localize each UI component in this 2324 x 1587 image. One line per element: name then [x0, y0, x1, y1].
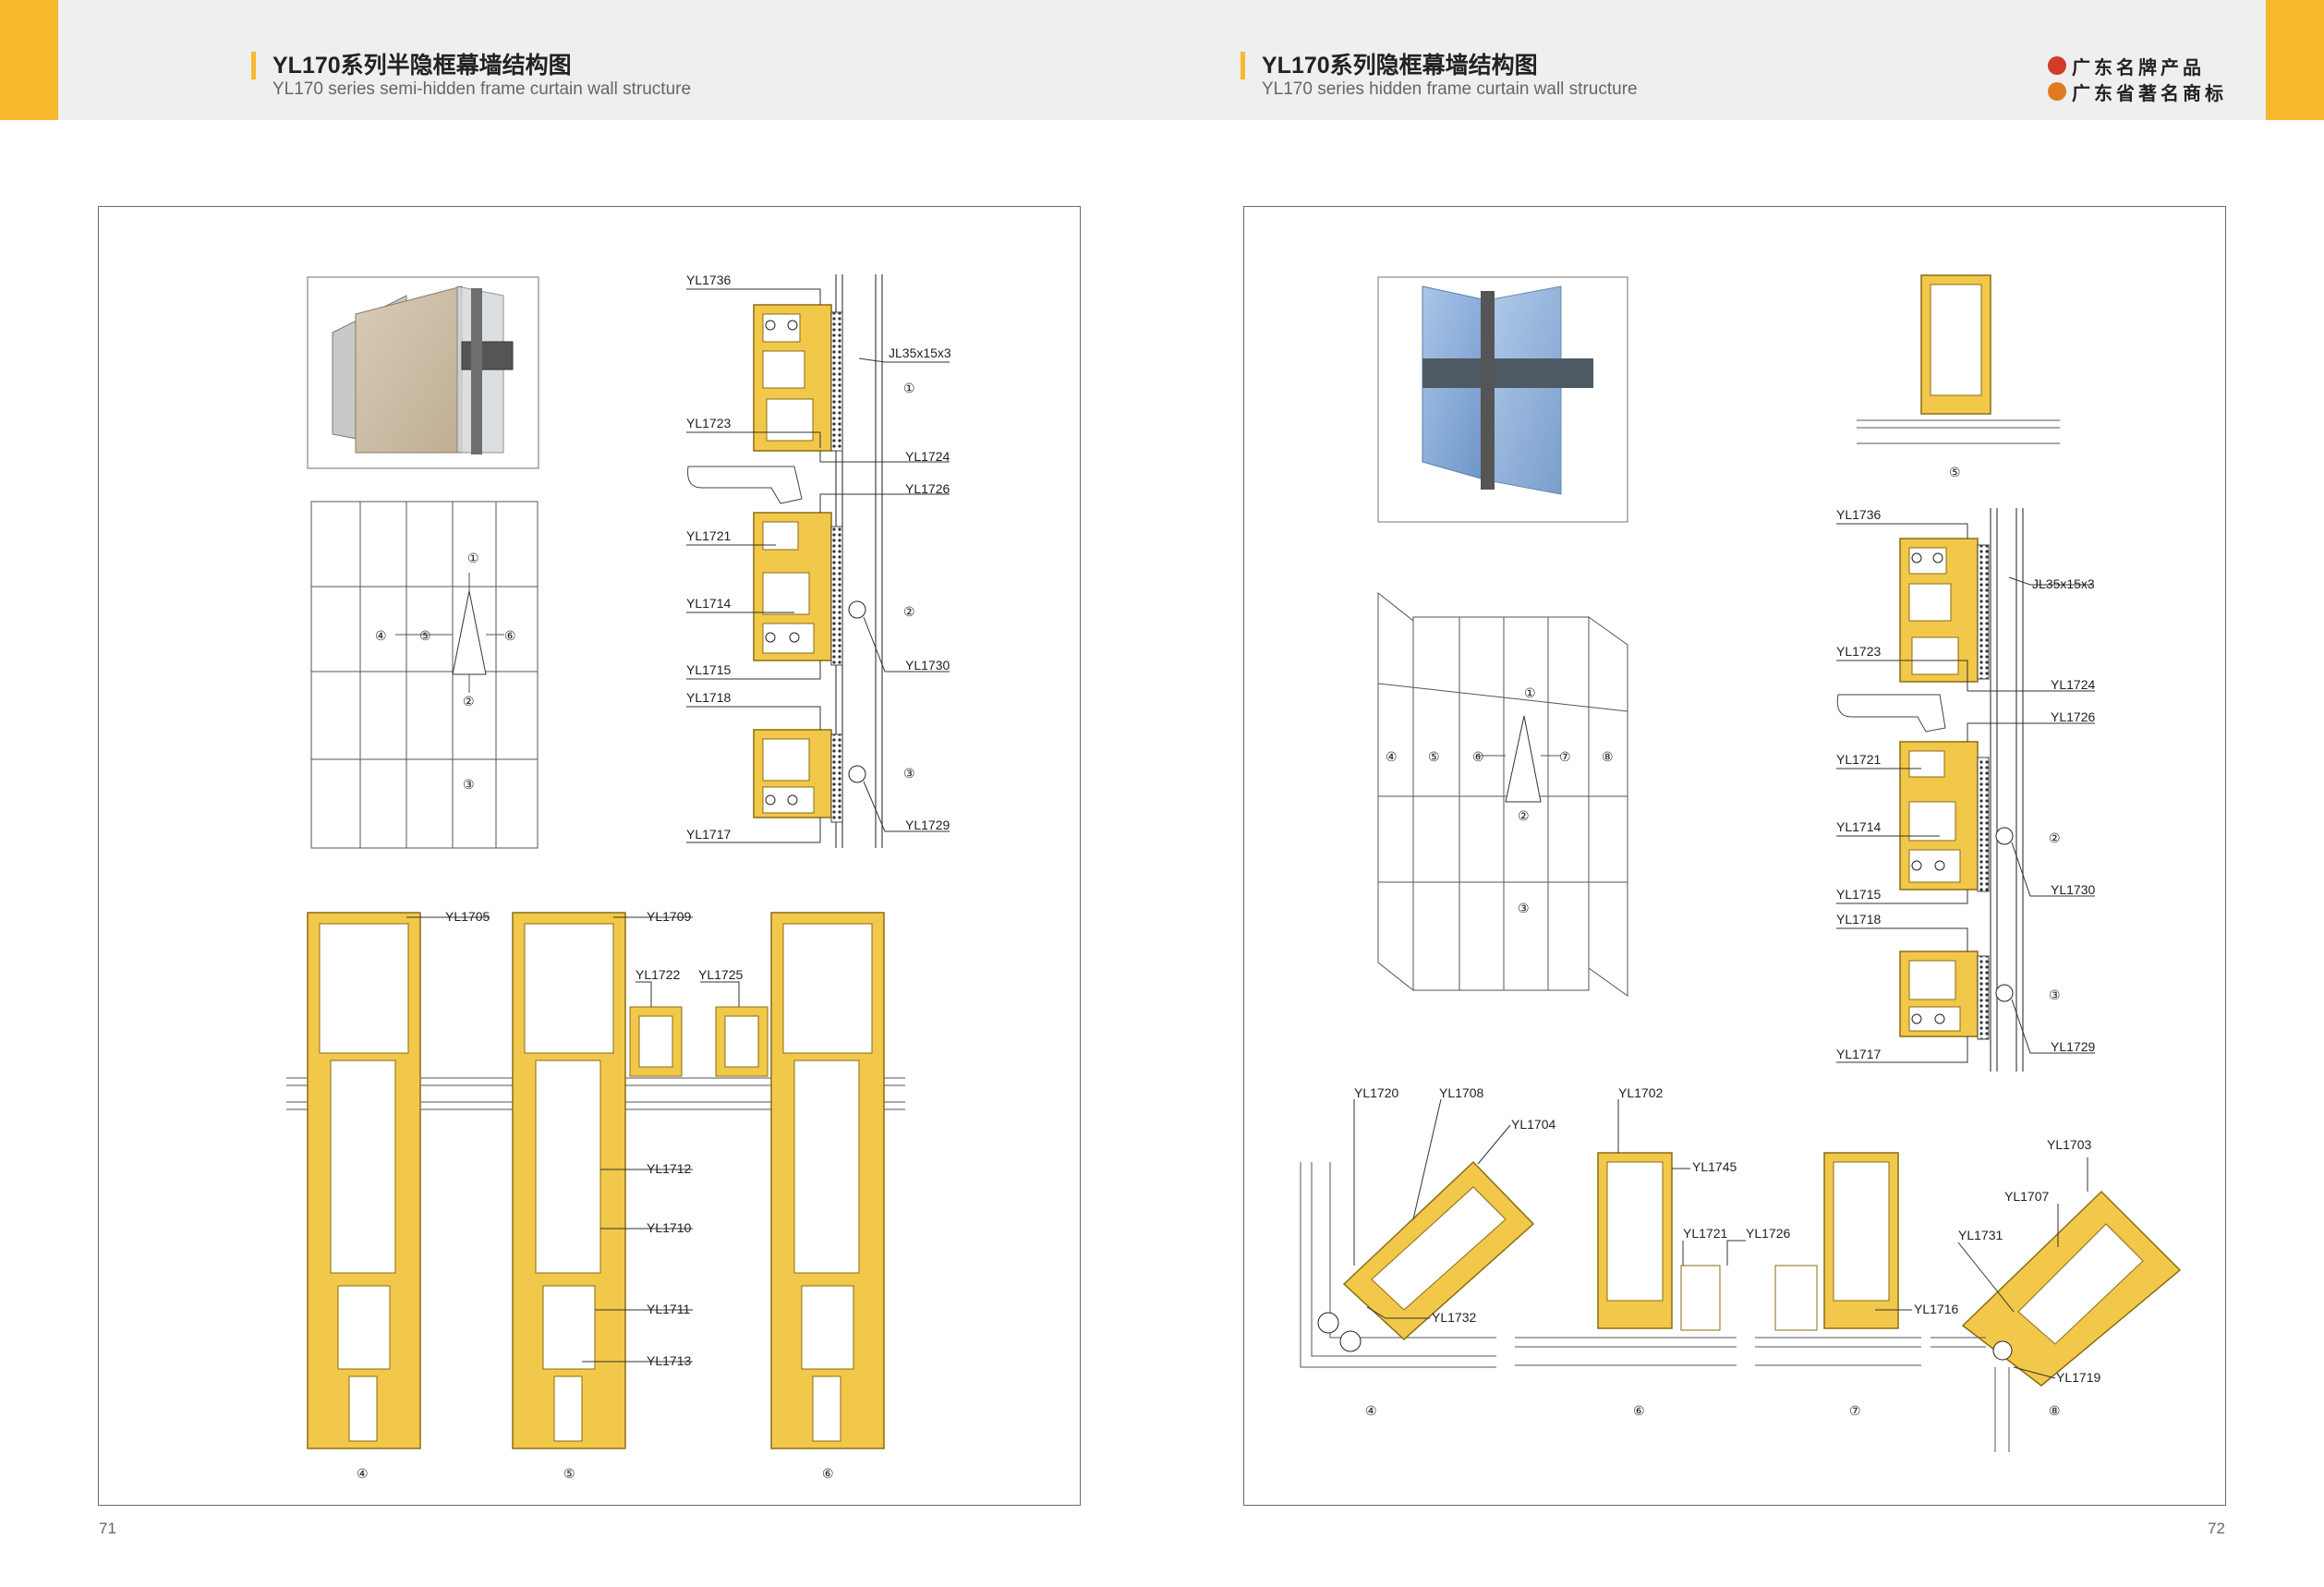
- label-yl1722: YL1722: [635, 967, 680, 982]
- r-label-yl1730: YL1730: [2051, 882, 2095, 897]
- label-yl1705: YL1705: [445, 909, 490, 924]
- elev-marker-3: ③: [463, 777, 475, 792]
- sect-marker-1: ①: [903, 381, 915, 395]
- page-header: YL170系列半隐框幕墙结构图 YL170 series semi-hidden…: [0, 0, 2324, 120]
- label-yl1726: YL1726: [905, 481, 950, 496]
- r-label-yl1745: YL1745: [1692, 1159, 1737, 1174]
- r-label-yl1721: YL1721: [1683, 1226, 1727, 1241]
- semi-hidden-render: [307, 276, 539, 469]
- r-sect-marker-3: ③: [2049, 987, 2061, 1002]
- label-yl1723: YL1723: [686, 416, 731, 430]
- r-label-jl35: JL35x15x3: [2032, 576, 2095, 591]
- elev-marker-6: ⑥: [504, 628, 516, 643]
- label-yl1712: YL1712: [647, 1161, 691, 1176]
- sect-marker-2: ②: [903, 604, 915, 619]
- label-yl1721: YL1721: [686, 528, 731, 543]
- label-yl1709: YL1709: [647, 909, 691, 924]
- label-yl1713: YL1713: [647, 1353, 691, 1368]
- label-yl1710: YL1710: [647, 1220, 691, 1235]
- r-elev-marker-7: ⑦: [1559, 749, 1571, 764]
- brand-badges: 广东名牌产品 广东省著名商标: [2048, 54, 2227, 105]
- r-label-yl1704: YL1704: [1511, 1117, 1555, 1132]
- r-label-yl1729: YL1729: [2051, 1039, 2095, 1054]
- semi-hidden-vertical-section: [686, 274, 950, 848]
- r-detail-marker-5: ⑤: [1949, 465, 1961, 479]
- left-page-title: YL170系列半隐框幕墙结构图: [251, 52, 572, 79]
- r-label-yl1714: YL1714: [1836, 819, 1881, 834]
- label-jl35: JL35x15x3: [889, 345, 951, 360]
- r-label-yl1723: YL1723: [1836, 644, 1881, 659]
- trademark-seal-icon: [2048, 82, 2066, 101]
- r-label-yl1726: YL1726: [2051, 709, 2095, 724]
- left-accent-tab: [0, 0, 58, 120]
- r-elev-marker-8: ⑧: [1602, 749, 1614, 764]
- label-yl1725: YL1725: [698, 967, 743, 982]
- r-elev-marker-5: ⑤: [1428, 749, 1440, 764]
- plan-marker-6: ⑥: [822, 1466, 834, 1481]
- r-plan-marker-8: ⑧: [2049, 1403, 2061, 1418]
- label-yl1736: YL1736: [686, 273, 731, 287]
- label-yl1729: YL1729: [905, 818, 950, 832]
- label-yl1711: YL1711: [647, 1302, 690, 1316]
- elev-marker-2: ②: [463, 694, 475, 709]
- r-label-yl1724: YL1724: [2051, 677, 2095, 692]
- semi-hidden-horizontal-sections: [286, 912, 905, 1449]
- r-label-yl1716: YL1716: [1914, 1302, 1958, 1316]
- r-label-yl1721: YL1721: [1836, 752, 1881, 767]
- label-yl1724: YL1724: [905, 449, 950, 464]
- r-label-yl1702: YL1702: [1618, 1085, 1663, 1100]
- elev-marker-4: ④: [375, 628, 387, 643]
- right-accent-tab: [2266, 0, 2324, 120]
- r-elev-marker-4: ④: [1386, 749, 1398, 764]
- right-page-title: YL170系列隐框幕墙结构图: [1241, 52, 1538, 79]
- label-yl1730: YL1730: [905, 658, 950, 672]
- r-elev-marker-1: ①: [1524, 685, 1536, 700]
- r-label-yl1726: YL1726: [1746, 1226, 1790, 1241]
- r-label-yl1703: YL1703: [2047, 1137, 2091, 1152]
- r-label-yl1736: YL1736: [1836, 507, 1881, 522]
- elev-marker-5: ⑤: [419, 628, 431, 643]
- r-label-yl1718: YL1718: [1836, 912, 1881, 927]
- hidden-frame-render: [1377, 276, 1628, 523]
- hidden-frame-vertical-section: [1836, 508, 2095, 1072]
- r-label-yl1719: YL1719: [2056, 1370, 2100, 1385]
- r-plan-marker-4: ④: [1365, 1403, 1377, 1418]
- r-plan-marker-7: ⑦: [1849, 1403, 1861, 1418]
- r-label-yl1732: YL1732: [1432, 1310, 1476, 1325]
- semi-hidden-elevation: [310, 501, 539, 849]
- elev-marker-1: ①: [467, 551, 479, 565]
- r-label-yl1731: YL1731: [1958, 1228, 2003, 1242]
- r-label-yl1717: YL1717: [1836, 1047, 1881, 1061]
- left-page-subtitle: YL170 series semi-hidden frame curtain w…: [272, 79, 692, 99]
- r-sect-marker-2: ②: [2049, 830, 2061, 845]
- r-elev-marker-6: ⑥: [1472, 749, 1484, 764]
- r-elev-marker-3: ③: [1518, 901, 1530, 915]
- r-plan-marker-6: ⑥: [1633, 1403, 1645, 1418]
- right-page-number: 72: [2208, 1520, 2225, 1537]
- badge-famous-brand: 广东名牌产品: [2048, 54, 2227, 79]
- hidden-frame-horizontal-sections: [1300, 1098, 2182, 1452]
- hidden-frame-detail-5: [1857, 274, 2060, 444]
- plan-marker-4: ④: [357, 1466, 369, 1481]
- r-label-yl1715: YL1715: [1836, 887, 1881, 902]
- label-yl1714: YL1714: [686, 596, 731, 611]
- brand-seal-icon: [2048, 56, 2066, 75]
- r-label-yl1708: YL1708: [1439, 1085, 1483, 1100]
- r-elev-marker-2: ②: [1518, 808, 1530, 823]
- r-label-yl1720: YL1720: [1354, 1085, 1398, 1100]
- r-label-yl1707: YL1707: [2004, 1189, 2049, 1204]
- label-yl1717: YL1717: [686, 827, 731, 842]
- left-page-number: 71: [99, 1520, 116, 1537]
- right-page-subtitle: YL170 series hidden frame curtain wall s…: [1262, 79, 1638, 99]
- plan-marker-5: ⑤: [563, 1466, 575, 1481]
- badge-famous-trademark: 广东省著名商标: [2048, 79, 2227, 104]
- sect-marker-3: ③: [903, 766, 915, 781]
- label-yl1715: YL1715: [686, 662, 731, 677]
- hidden-frame-elevation: [1377, 591, 1628, 997]
- label-yl1718: YL1718: [686, 690, 731, 705]
